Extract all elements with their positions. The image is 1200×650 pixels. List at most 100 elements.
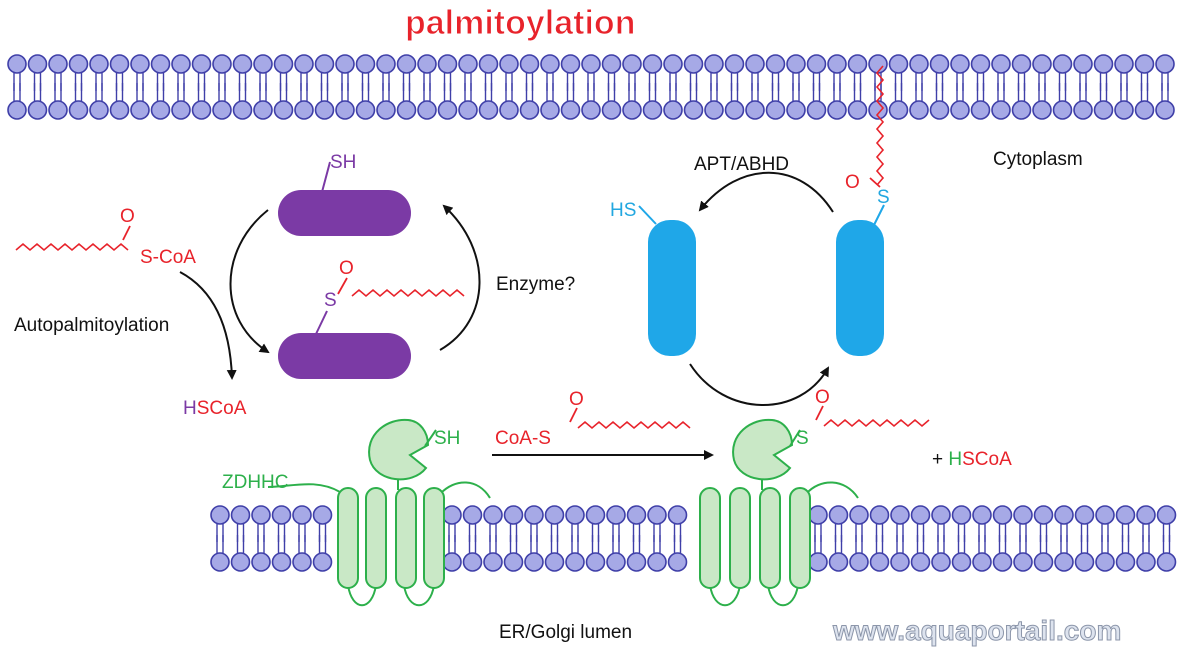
lipid-head: [396, 100, 417, 120]
lipid-head: [909, 100, 929, 120]
lipid-head: [585, 505, 606, 525]
lipid-head: [1095, 552, 1115, 572]
zdhhc-left-helix-1: [337, 487, 359, 589]
lipid-head: [970, 54, 991, 74]
lipid-head: [642, 100, 663, 120]
lipid-head: [1136, 505, 1156, 525]
lipid-head: [992, 552, 1013, 572]
lipid-head: [724, 54, 745, 74]
zdhhc-palmitate-chain: [823, 418, 930, 428]
lipid-head: [1156, 552, 1177, 572]
blue-carbonyl-bond: [869, 177, 881, 188]
lipid-head: [292, 505, 312, 525]
lipid-head: [581, 100, 601, 120]
blue-protein-palmitoylated: [836, 220, 884, 356]
lipid-head: [1033, 505, 1054, 525]
lipid-head: [294, 100, 314, 120]
zdhhc-right-active-site: [732, 418, 794, 481]
lipid-head: [130, 54, 150, 74]
lipid-head: [560, 54, 581, 74]
lipid-head: [1114, 54, 1134, 74]
lipid-head: [910, 505, 931, 525]
lipid-head: [765, 100, 786, 120]
coa-s-palmitate-chain: [577, 420, 691, 430]
zdhhc-right-helix-3: [759, 487, 781, 589]
lipid-head: [396, 54, 417, 74]
lipid-head: [442, 552, 462, 572]
lipid-head: [581, 54, 601, 74]
lipid-head: [524, 552, 544, 572]
lipid-head: [951, 505, 972, 525]
lipid-head: [417, 100, 437, 120]
lipid-head: [869, 552, 890, 572]
zdhhc-label: ZDHHC: [222, 472, 289, 493]
lipid-head: [1013, 552, 1033, 572]
lipid-head: [540, 54, 560, 74]
lipid-head: [910, 552, 931, 572]
lipid-head: [524, 505, 544, 525]
lipid-head: [1134, 54, 1155, 74]
lipid-head: [849, 505, 869, 525]
s-coa-label: S-CoA: [140, 247, 196, 268]
lipid-head: [458, 100, 478, 120]
lipid-head: [1054, 552, 1074, 572]
autopalmitoylation-label: Autopalmitoylation: [14, 315, 169, 336]
lipid-head: [478, 54, 499, 74]
lipid-head: [1052, 54, 1073, 74]
purple-protein-palmitoylated: [278, 333, 411, 379]
lipid-head: [806, 54, 827, 74]
zdhhc-enzyme-palmitoylated: S O: [699, 387, 930, 606]
lipid-head: [847, 54, 868, 74]
lipid-head: [1074, 505, 1095, 525]
lipid-head: [48, 100, 68, 120]
lipid-head: [1134, 100, 1155, 120]
lipid-head: [478, 100, 499, 120]
lipid-head: [667, 505, 688, 525]
depalmitoylation-arrow: [698, 171, 834, 213]
zdhhc-right-helix-2: [729, 487, 751, 589]
zdhhc-right-helix-4: [789, 487, 811, 589]
lipid-head: [890, 505, 910, 525]
zdhhc-left-active-site: [368, 418, 430, 481]
lipid-head: [929, 100, 950, 120]
lipid-head: [869, 505, 890, 525]
lipid-head: [68, 54, 89, 74]
zdhhc-left-helix-4: [423, 487, 445, 589]
lipid-head: [827, 54, 847, 74]
lipid-head: [232, 54, 253, 74]
lipid-head: [1155, 54, 1175, 74]
lipid-head: [585, 552, 606, 572]
apt-abhd-label: APT/ABHD: [694, 154, 789, 175]
lipid-head: [1095, 505, 1115, 525]
lipid-head: [232, 100, 253, 120]
lipid-head: [519, 54, 540, 74]
blue-hs-label: HS: [610, 200, 636, 221]
zdhhc-left-tail: [267, 483, 341, 493]
bottom-membrane-middle: [442, 505, 688, 572]
lipid-head: [1073, 54, 1093, 74]
lipid-head: [1114, 100, 1134, 120]
lipid-head: [253, 100, 273, 120]
purple-sh-bond: [321, 161, 331, 193]
lipid-head: [786, 100, 806, 120]
membrane-anchored-palmitate: [875, 65, 885, 186]
lipid-head: [312, 505, 333, 525]
lipid-head: [437, 100, 458, 120]
lipid-head: [970, 100, 991, 120]
lipid-head: [972, 505, 992, 525]
lipid-head: [1073, 100, 1093, 120]
lipid-head: [745, 54, 765, 74]
coa-oxygen-label: O: [120, 206, 135, 227]
cytoplasm-label: Cytoplasm: [993, 149, 1083, 170]
lipid-head: [622, 100, 642, 120]
lipid-head: [828, 552, 849, 572]
lipid-head: [376, 54, 396, 74]
lipid-head: [601, 100, 622, 120]
lipid-head: [335, 100, 355, 120]
lipid-head: [230, 505, 251, 525]
lipid-head: [890, 552, 910, 572]
lipid-head: [271, 505, 292, 525]
lipid-head: [724, 100, 745, 120]
